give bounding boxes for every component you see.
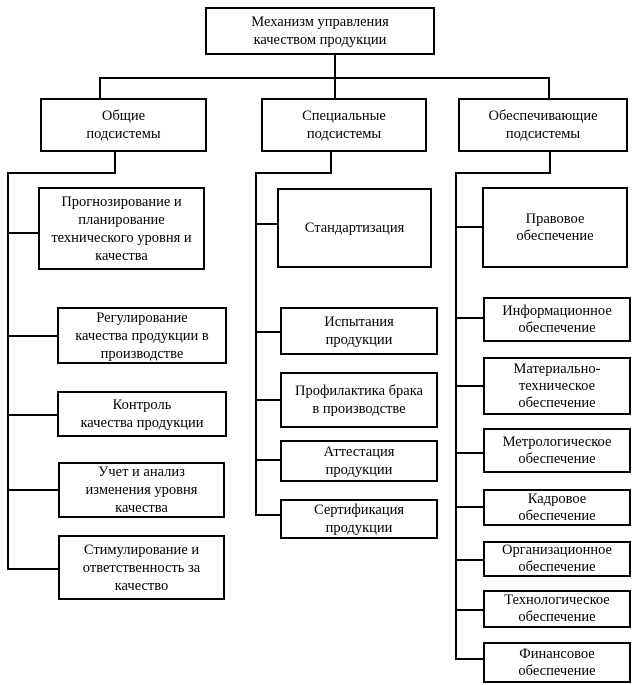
- connector: [257, 399, 280, 401]
- node-financial-support: Финансовое обеспечение: [483, 642, 631, 683]
- connector: [457, 609, 483, 611]
- connector: [9, 414, 57, 416]
- connector: [455, 172, 551, 174]
- connector: [330, 152, 332, 174]
- connector: [114, 152, 116, 174]
- node-stimulation-responsibility: Стимулирование и ответственность за каче…: [58, 535, 225, 600]
- connector: [457, 559, 483, 561]
- connector: [549, 152, 551, 174]
- node-product-testing: Испытания продукции: [280, 307, 438, 355]
- connector: [257, 514, 280, 516]
- connector: [457, 317, 483, 319]
- node-accounting-analysis: Учет и анализ изменения уровня качества: [58, 462, 225, 518]
- connector: [255, 172, 257, 516]
- connector: [257, 331, 280, 333]
- node-branch-general-subsystems: Общие подсистемы: [40, 98, 207, 152]
- connector: [99, 77, 101, 98]
- node-standardization: Стандартизация: [277, 188, 432, 268]
- node-quality-regulation: Регулирование качества продукции в произ…: [57, 307, 227, 364]
- connector: [99, 77, 550, 79]
- connector: [7, 172, 116, 174]
- node-forecasting-planning: Прогнозирование и планирование техническ…: [38, 187, 205, 270]
- connector: [9, 489, 58, 491]
- connector: [457, 506, 483, 508]
- connector: [9, 568, 58, 570]
- connector: [9, 232, 38, 234]
- connector: [255, 172, 332, 174]
- connector: [457, 385, 483, 387]
- node-metrological-support: Метрологическое обеспечение: [483, 428, 631, 473]
- node-technological-support: Технологическое обеспечение: [483, 590, 631, 628]
- node-product-certification: Сертификация продукции: [280, 499, 438, 539]
- connector: [334, 55, 336, 98]
- connector: [457, 452, 483, 454]
- node-root: Механизм управления качеством продукции: [205, 7, 435, 55]
- connector: [457, 658, 483, 660]
- node-organizational-support: Организационное обеспечение: [483, 541, 631, 577]
- connector: [7, 172, 9, 570]
- node-defect-prevention: Профилактика брака в производстве: [280, 372, 438, 428]
- node-material-technical-support: Материально- техническое обеспечение: [483, 357, 631, 415]
- connector: [257, 459, 280, 461]
- node-quality-control: Контроль качества продукции: [57, 391, 227, 437]
- node-information-support: Информационное обеспечение: [483, 297, 631, 342]
- connector: [548, 77, 550, 98]
- connector: [9, 335, 57, 337]
- node-branch-support-subsystems: Обеспечивающие подсистемы: [458, 98, 628, 152]
- connector: [455, 172, 457, 660]
- node-product-attestation: Аттестация продукции: [280, 440, 438, 482]
- connector: [257, 223, 277, 225]
- node-branch-special-subsystems: Специальные подсистемы: [261, 98, 427, 152]
- node-legal-support: Правовое обеспечение: [482, 187, 628, 268]
- node-personnel-support: Кадровое обеспечение: [483, 489, 631, 526]
- connector: [457, 226, 482, 228]
